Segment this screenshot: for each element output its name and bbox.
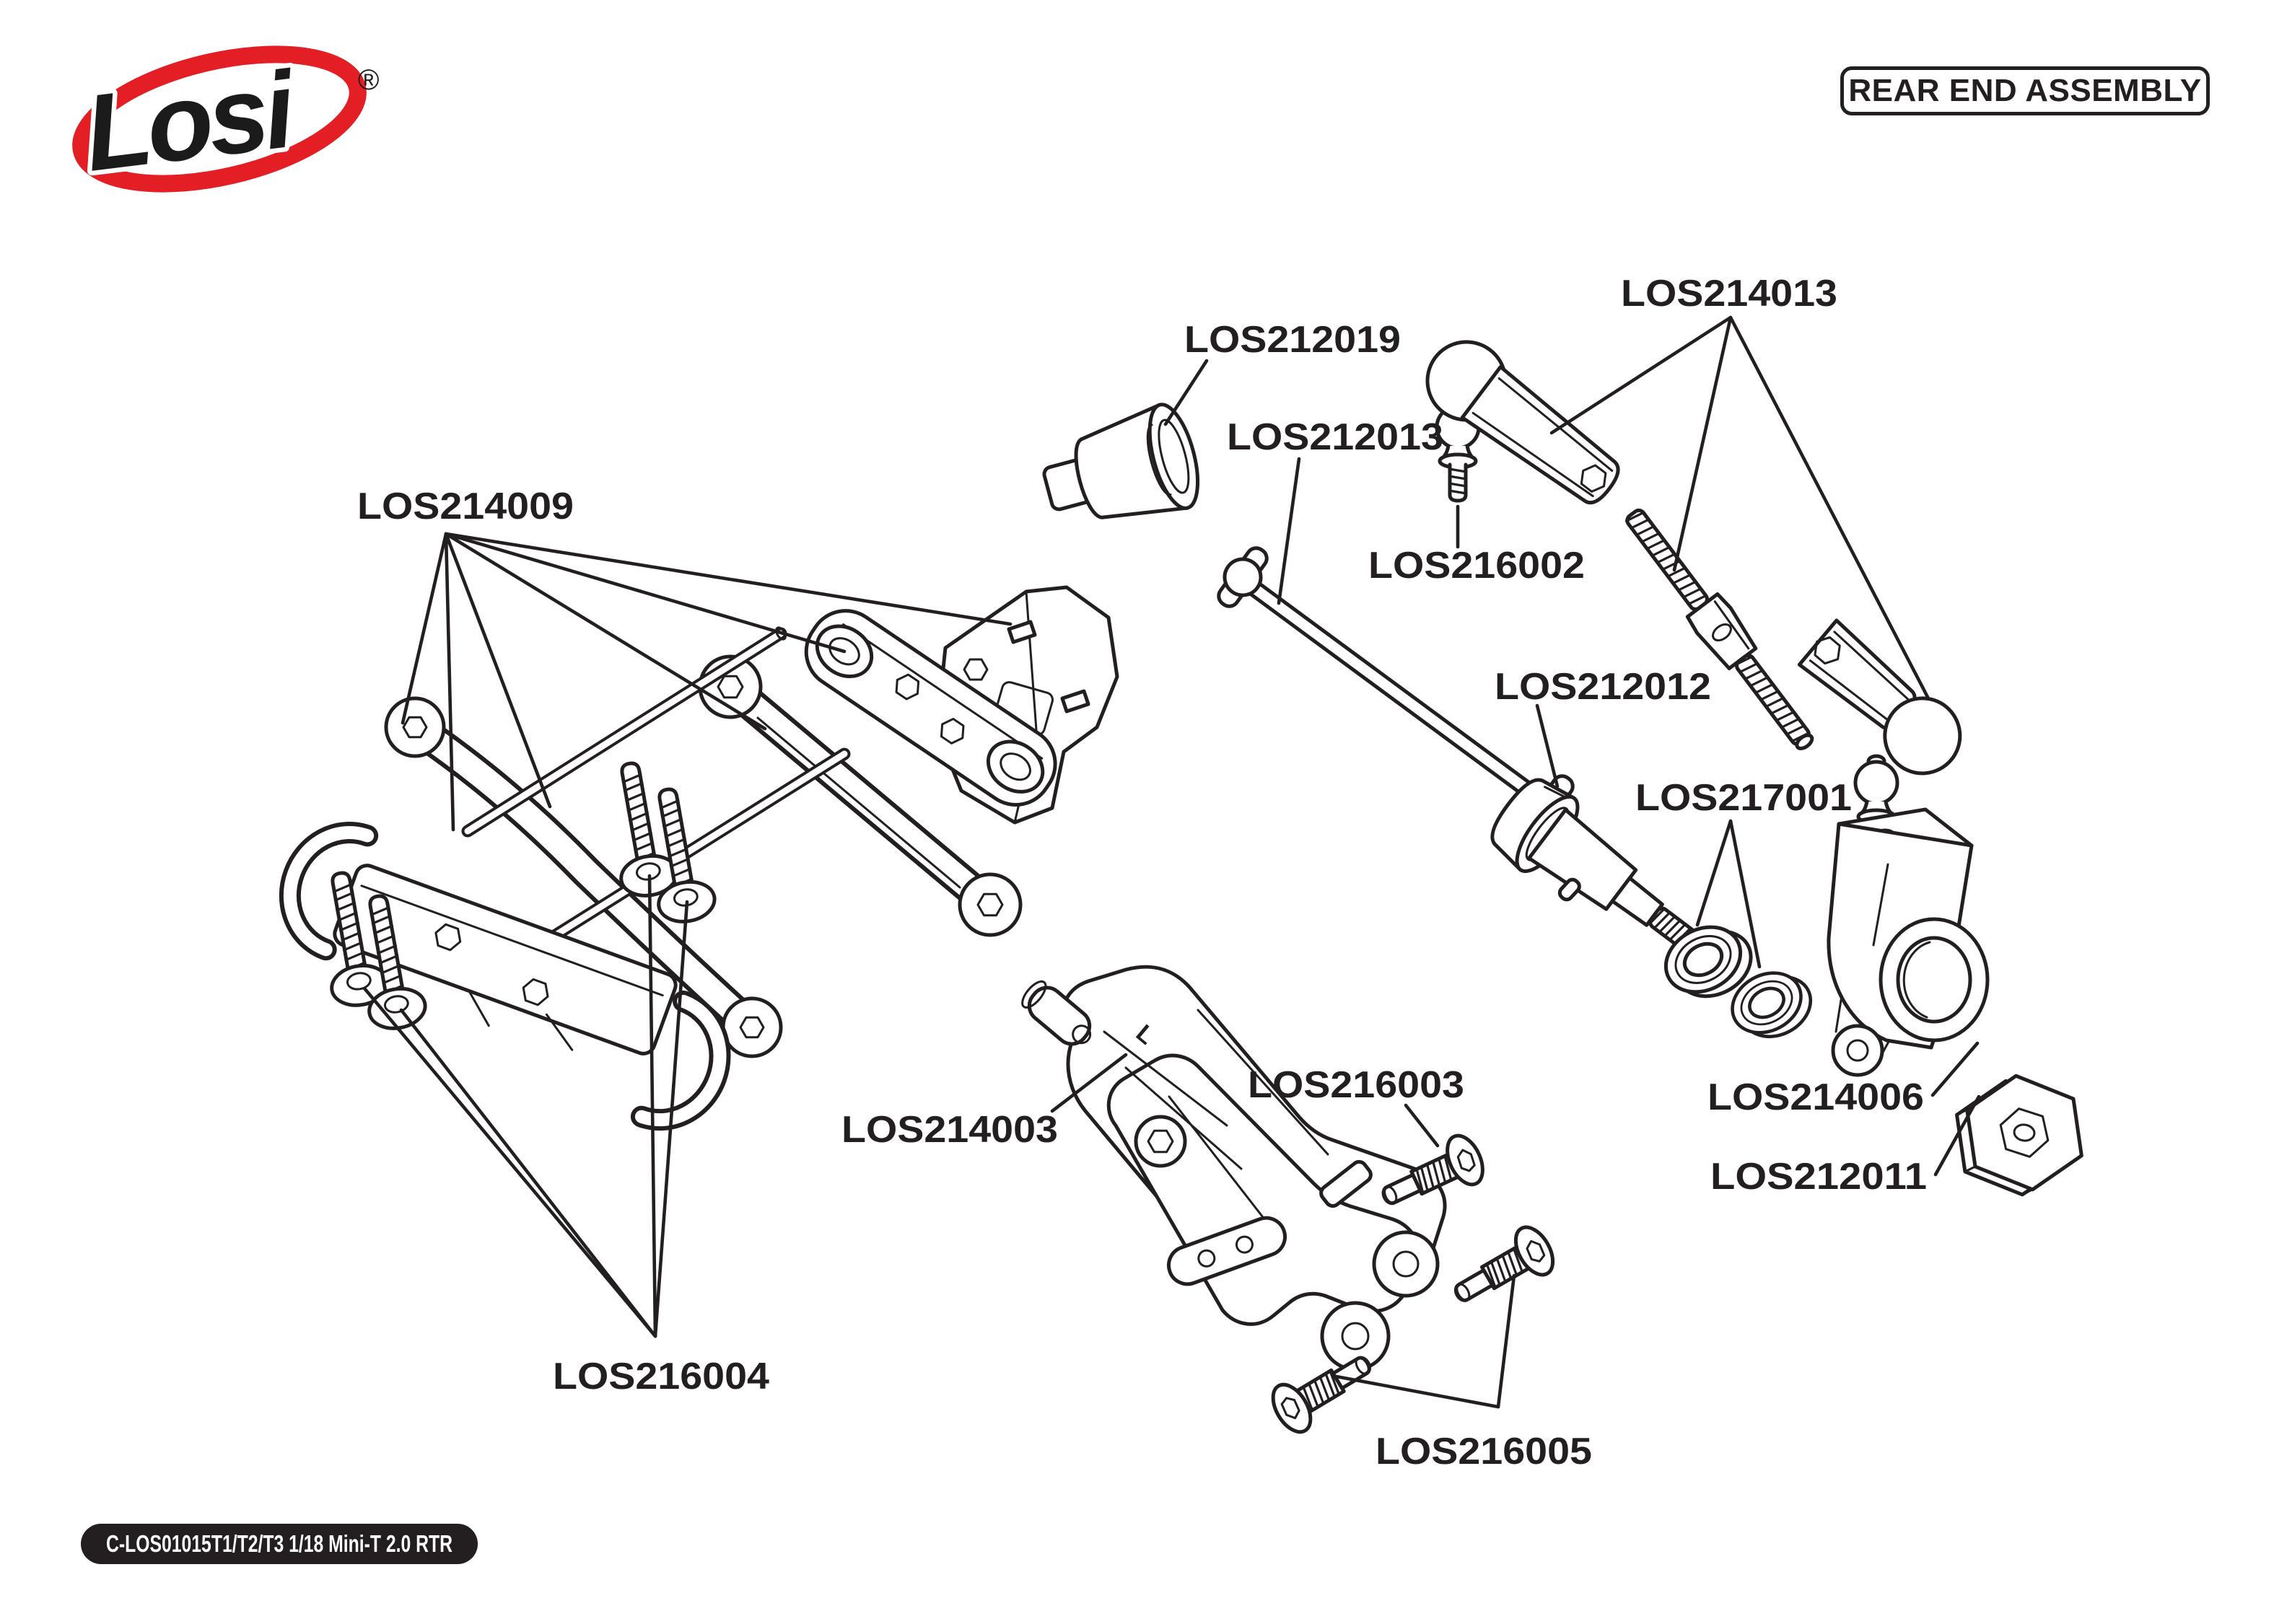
leader-line-los216005 [1334, 1273, 1516, 1409]
leader-line-los212013 [1277, 457, 1301, 605]
drive-cup-part [1042, 403, 1200, 519]
part-label-los212013: LOS212013 [1227, 416, 1443, 458]
losi-logo-icon: Losi ® [72, 43, 379, 198]
pivot-block-part [279, 822, 731, 1131]
losi-logo: Losi ® [66, 43, 388, 198]
rear-axle-part [1490, 778, 1705, 956]
assembly-title-box: REAR END ASSEMBLY [1840, 66, 2210, 115]
leader-line-los214006 [1930, 1041, 1980, 1097]
part-label-los214013: LOS214013 [1621, 273, 1837, 315]
leader-line-los214013 [1549, 315, 1930, 701]
part-label-los214003: LOS214003 [841, 1109, 1058, 1151]
leader-line-los212012 [1535, 703, 1560, 789]
arm-mount-block-part [804, 609, 1057, 807]
logo-wordmark: Losi [78, 48, 303, 193]
part-label-los217001: LOS217001 [1635, 777, 1852, 819]
leader-line-los214009 [401, 532, 1013, 832]
part-label-los214009: LOS214009 [357, 486, 574, 527]
leader-line-los216004 [362, 874, 689, 1338]
leader-line-los216003 [1404, 1103, 1440, 1148]
part-label-los216005: LOS216005 [1376, 1431, 1592, 1472]
rod-end-upper-part [1425, 340, 1620, 505]
wheel-hex-nut-part [1955, 1074, 2083, 1197]
footer-model-badge: C-LOS01015T1/T2/T3 1/18 Mini-T 2.0 RTR [81, 1524, 478, 1564]
screw-part [1444, 1221, 1560, 1317]
turnbuckle-part [1624, 508, 1814, 750]
leader-line-los212019 [1163, 359, 1209, 426]
part-label-los212012: LOS212012 [1495, 666, 1711, 708]
rod-end-lower-part [1797, 618, 1962, 776]
part-label-los212011: LOS212011 [1710, 1156, 1927, 1198]
registered-trademark-symbol: ® [358, 64, 379, 96]
leader-line-los212011 [1933, 1094, 1981, 1177]
assembly-title: REAR END ASSEMBLY [1848, 73, 2202, 108]
part-label-los216004: LOS216004 [553, 1356, 769, 1397]
hub-carrier-part [1827, 807, 1990, 1077]
leader-line-los217001 [1695, 819, 1762, 969]
leader-line-los214003 [1050, 1053, 1128, 1113]
part-label-los212019: LOS212019 [1184, 319, 1401, 361]
suspension-arm-part: L [1021, 965, 1447, 1371]
link-arm-part [698, 654, 1023, 937]
part-label-los214006: LOS214006 [1707, 1076, 1924, 1118]
part-label-los216002: LOS216002 [1368, 545, 1585, 587]
hinge-pin-part [461, 626, 787, 838]
footer-model-text: C-LOS01015T1/T2/T3 1/18 Mini-T 2.0 RTR [105, 1530, 453, 1557]
part-label-los216003: LOS216003 [1248, 1064, 1464, 1106]
logo-swoosh-icon [72, 45, 367, 193]
